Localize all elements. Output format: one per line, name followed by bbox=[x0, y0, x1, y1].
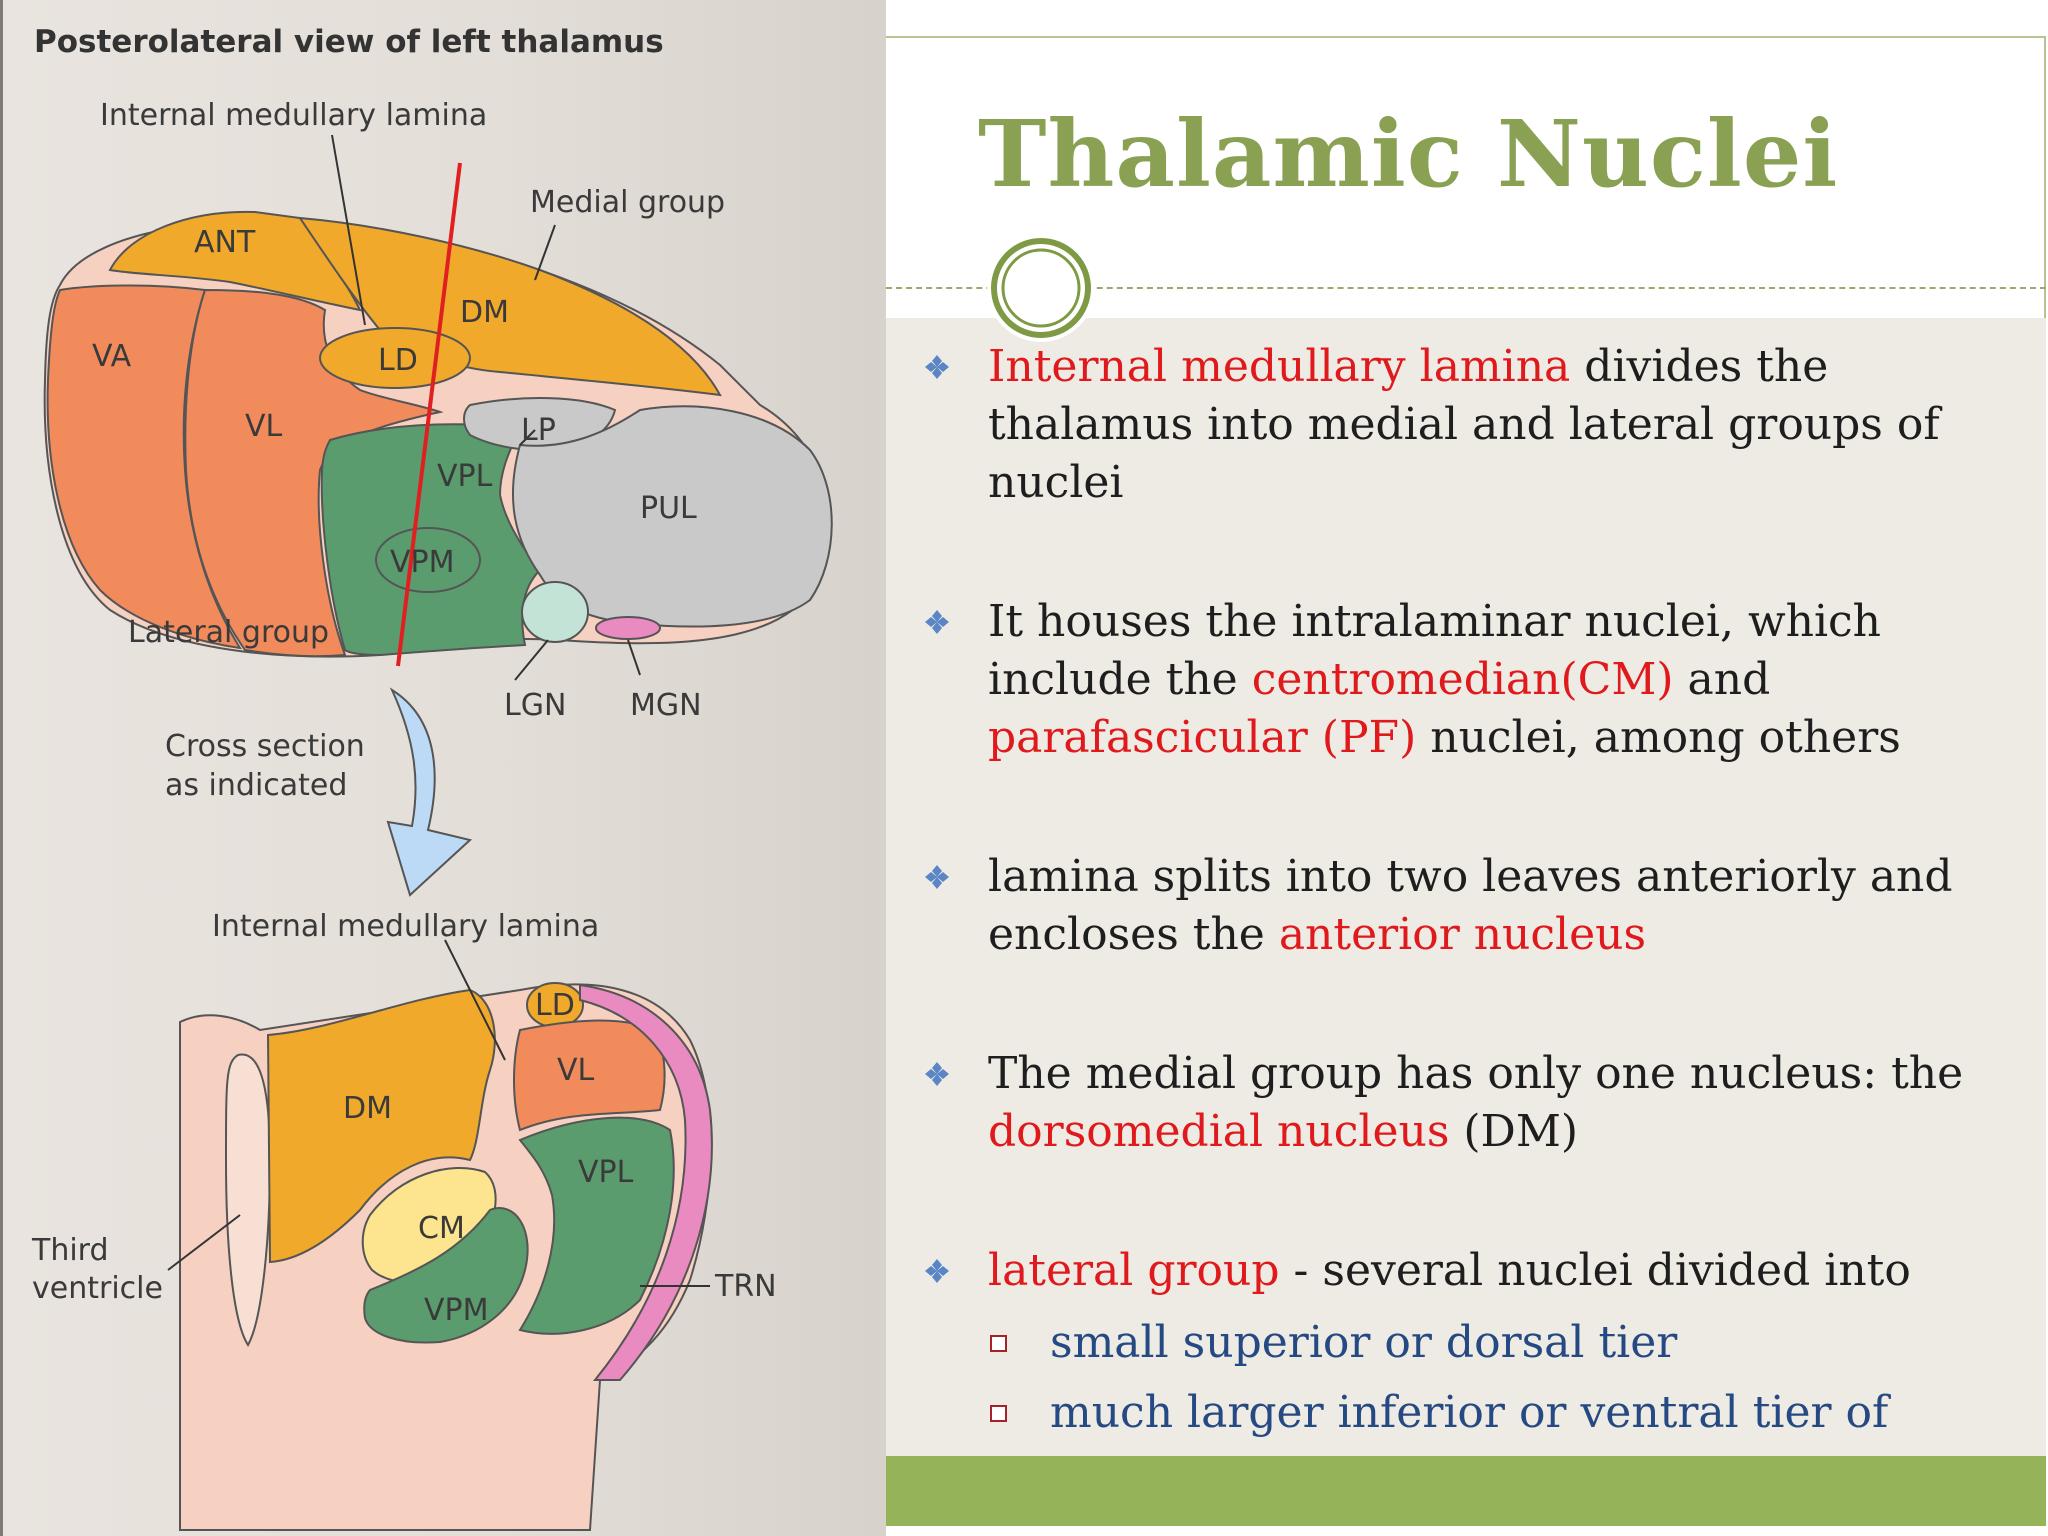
label-vpl-top: VPL bbox=[437, 459, 493, 494]
label-vpm-bottom: VPM bbox=[424, 1293, 489, 1328]
cross-section-view: Internal medullary lamina LD VL DM VPL C… bbox=[31, 909, 777, 1531]
diamond-bullet-icon bbox=[925, 355, 949, 379]
diamond-bullet-icon bbox=[925, 865, 949, 889]
trn-nucleus bbox=[579, 983, 713, 1381]
bullet-highlight: dorsomedial nucleus bbox=[988, 1106, 1450, 1157]
bullet-text: divides the thalamus into medial and lat… bbox=[988, 341, 1940, 508]
label-cross-section-2: as indicated bbox=[165, 768, 347, 803]
label-medial-group: Medial group bbox=[530, 185, 725, 220]
label-cross-section-1: Cross section bbox=[165, 729, 365, 764]
label-vpm-top: VPM bbox=[390, 545, 455, 580]
title-divider bbox=[886, 287, 2046, 289]
sub-bullet-text: small superior or dorsal tier bbox=[1050, 1317, 1678, 1368]
label-third-ventricle-2: ventricle bbox=[32, 1271, 163, 1306]
label-ant: ANT bbox=[194, 225, 256, 260]
label-lp: LP bbox=[521, 413, 556, 448]
sub-bullet-item: small superior or dorsal tier bbox=[988, 1308, 2032, 1378]
cut-line bbox=[396, 162, 462, 667]
leader-medial-group bbox=[534, 224, 556, 281]
diamond-bullet-icon bbox=[925, 610, 949, 634]
label-lateral-group: Lateral group bbox=[128, 615, 329, 650]
square-bullet-icon bbox=[990, 1405, 1007, 1422]
slide-panel: Thalamic Nuclei Internal medullary lamin… bbox=[886, 0, 2048, 1536]
label-pul: PUL bbox=[640, 491, 697, 526]
label-vl-bottom: VL bbox=[557, 1053, 595, 1088]
label-vpl-bottom: VPL bbox=[578, 1155, 634, 1190]
label-ld-top: LD bbox=[378, 343, 418, 378]
circle-ornament-icon bbox=[987, 234, 1095, 342]
vpm-nucleus-bottom bbox=[363, 1207, 529, 1344]
pul-nucleus bbox=[511, 405, 833, 628]
thalamus-figure: Posterolateral view of left thalamus Int… bbox=[0, 0, 886, 1536]
figure-title: Posterolateral view of left thalamus bbox=[34, 24, 664, 60]
vpm-nucleus-top bbox=[375, 527, 481, 593]
posterolateral-view: Posterolateral view of left thalamus Int… bbox=[34, 24, 833, 723]
mgn-nucleus bbox=[595, 616, 661, 640]
third-ventricle bbox=[224, 1053, 272, 1347]
diamond-bullet-icon bbox=[925, 1062, 949, 1086]
square-bullet-icon bbox=[990, 1335, 1007, 1352]
leader-third-ventricle bbox=[167, 1214, 241, 1271]
bullet-list: Internal medullary lamina divides the th… bbox=[922, 338, 2032, 1518]
label-trn: TRN bbox=[714, 1269, 777, 1304]
leader-lgn bbox=[514, 639, 549, 681]
bullet-item: Internal medullary lamina divides the th… bbox=[922, 338, 2032, 512]
label-lgn: LGN bbox=[504, 688, 566, 723]
vpl-nucleus-bottom bbox=[518, 1116, 675, 1335]
bullet-item: The medial group has only one nucleus: t… bbox=[922, 1045, 2032, 1161]
bullet-highlight: lateral group bbox=[988, 1245, 1280, 1296]
label-dm-bottom: DM bbox=[343, 1091, 392, 1126]
label-dm-top: DM bbox=[460, 295, 509, 330]
content-background bbox=[886, 318, 2046, 1458]
label-va: VA bbox=[92, 339, 132, 374]
figure-left-edge bbox=[0, 0, 3, 1536]
leader-iml-top bbox=[331, 134, 366, 326]
bullet-text: lamina splits into two leaves anteriorly… bbox=[988, 851, 1953, 960]
bullet-highlight: parafascicular (PF) bbox=[988, 712, 1417, 763]
bullet-text: nuclei, among others bbox=[1416, 712, 1901, 763]
dm-nucleus-bottom bbox=[266, 988, 496, 1264]
bullet-highlight: Internal medullary lamina bbox=[988, 341, 1571, 392]
footer-bar bbox=[886, 1456, 2046, 1526]
thalamus-diagram: Posterolateral view of left thalamus Int… bbox=[0, 0, 886, 1536]
bullet-text: - several nuclei divided into bbox=[1279, 1245, 1911, 1296]
ant-nucleus bbox=[108, 210, 362, 312]
bullet-item: It houses the intralaminar nuclei, which… bbox=[922, 593, 2032, 767]
label-iml-bottom: Internal medullary lamina bbox=[212, 909, 599, 944]
diamond-bullet-icon bbox=[925, 1259, 949, 1283]
leader-mgn bbox=[627, 639, 641, 676]
label-mgn: MGN bbox=[630, 688, 702, 723]
bullet-text: The medial group has only one nucleus: t… bbox=[988, 1048, 1964, 1099]
bullet-text: (DM) bbox=[1449, 1106, 1579, 1157]
label-iml-top: Internal medullary lamina bbox=[100, 98, 487, 133]
bullet-item: lateral group - several nuclei divided i… bbox=[922, 1242, 2032, 1518]
slide-title: Thalamic Nuclei bbox=[978, 100, 1839, 208]
label-vl-top: VL bbox=[245, 409, 283, 444]
leader-iml-bottom bbox=[444, 939, 506, 1061]
bullet-text: and bbox=[1673, 654, 1771, 705]
lgn-nucleus bbox=[521, 581, 589, 643]
bullet-item: lamina splits into two leaves anteriorly… bbox=[922, 848, 2032, 964]
label-cm: CM bbox=[418, 1211, 465, 1246]
label-ld-bottom: LD bbox=[535, 988, 575, 1023]
cross-section-arrow bbox=[386, 687, 473, 897]
vl-nucleus-bottom bbox=[513, 1019, 666, 1132]
bullet-highlight: anterior nucleus bbox=[1278, 909, 1647, 960]
leader-lp bbox=[519, 429, 536, 446]
bullet-highlight: centromedian(CM) bbox=[1251, 654, 1674, 705]
bullet-text: It houses the intralaminar nuclei, which… bbox=[988, 596, 1882, 705]
label-third-ventricle-1: Third bbox=[31, 1233, 109, 1268]
